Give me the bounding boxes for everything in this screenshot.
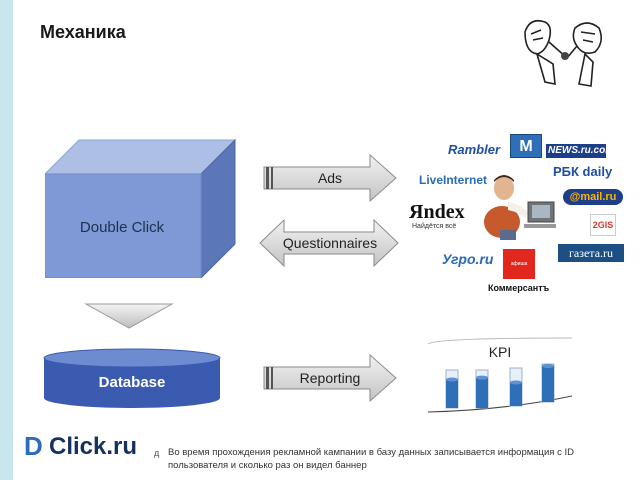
kpi-label: KPI xyxy=(488,344,512,360)
database-label: Database xyxy=(98,374,166,391)
ads-label: Ads xyxy=(317,170,343,186)
kpi-bar xyxy=(509,367,523,407)
questionnaires-arrow xyxy=(259,218,399,268)
ugro-logo: Угро.ru xyxy=(442,251,494,267)
liveinternet-logo: LiveInternet xyxy=(419,173,488,187)
kpi-chart xyxy=(427,337,572,413)
footnote-text: Во время прохождения рекламной кампании … xyxy=(168,447,574,471)
kpi-bar xyxy=(541,363,555,403)
newsru-logo: NEWS.ru.com xyxy=(546,144,615,158)
mascot-illustration xyxy=(524,19,603,87)
footnote-mark: д xyxy=(154,448,160,458)
double-click-label: Double Click xyxy=(79,219,165,236)
rbk-daily-logo: РБК daily xyxy=(553,164,613,179)
dclick-brand-name: Click.ru xyxy=(49,433,138,460)
2gis-logo: 2GIS xyxy=(590,214,616,236)
questionnaires-label: Questionnaires xyxy=(282,235,378,251)
down-arrow xyxy=(84,303,174,329)
dclick-brand-mark: D xyxy=(24,431,43,461)
ads-arrow xyxy=(263,153,397,203)
gazeta-logo: газета.ru xyxy=(558,244,624,262)
kpi-bar xyxy=(445,369,459,409)
mailru-logo: @mail.ru xyxy=(563,189,623,205)
kommersant-logo: Коммерсантъ xyxy=(488,283,550,293)
user-at-computer-illustration xyxy=(484,175,556,240)
yandex-logo: Яndex xyxy=(409,201,465,223)
slide-title: Механика xyxy=(40,22,126,42)
database-cylinder xyxy=(43,348,221,408)
reporting-label: Reporting xyxy=(299,370,361,386)
afisha-logo: афиша xyxy=(503,249,535,279)
yandex-slogan: Найдётся всё xyxy=(412,223,457,230)
mail-m-logo: M xyxy=(510,134,542,158)
rambler-logo: Rambler xyxy=(448,142,501,157)
side-accent-bar xyxy=(0,0,13,480)
kpi-bar xyxy=(475,369,489,409)
reporting-arrow xyxy=(263,353,397,403)
double-click-cube xyxy=(45,138,237,278)
